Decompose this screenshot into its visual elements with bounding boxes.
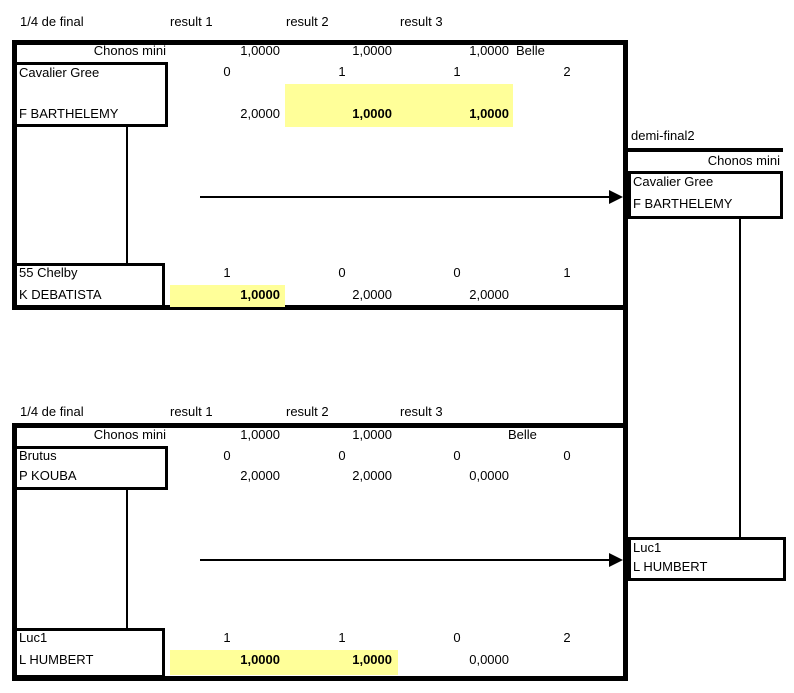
score-cell-winning[interactable]: 1,0000 [352, 106, 392, 121]
competitor-box-qf2-top [14, 446, 168, 490]
score-cell[interactable]: 2,0000 [352, 287, 392, 302]
connector-line-qf1 [126, 127, 128, 263]
result-header-1-qf1: result 1 [170, 14, 213, 29]
chrono-score-cell[interactable]: 1,0000 [352, 43, 392, 58]
highlight-cell [170, 650, 398, 675]
chrono-score-cell[interactable]: 1,0000 [240, 427, 280, 442]
arrow-head-qf1 [609, 190, 623, 204]
competitor-box-semifinal-bottom [628, 537, 786, 581]
win-count-cell[interactable]: 1 [338, 64, 346, 79]
advance-arrow-qf1 [200, 196, 610, 198]
belle-tag-qf1[interactable]: Belle [516, 43, 545, 58]
score-cell[interactable]: 0,0000 [469, 652, 509, 667]
rider-name[interactable]: K DEBATISTA [19, 287, 102, 302]
horse-name[interactable]: Cavalier Gree [19, 65, 100, 80]
result-header-2-qf1: result 2 [286, 14, 329, 29]
highlight-cell [398, 84, 513, 127]
total-wins-cell[interactable]: 2 [563, 630, 571, 645]
horse-name[interactable]: Luc1 [19, 630, 48, 645]
chrono-label-qf1[interactable]: Chonos mini [93, 43, 166, 58]
score-cell[interactable]: 2,0000 [352, 468, 392, 483]
arrow-head-qf2 [609, 553, 623, 567]
win-count-cell[interactable]: 1 [338, 630, 346, 645]
rider-name[interactable]: L HUMBERT [19, 652, 94, 667]
win-count-cell[interactable]: 1 [223, 265, 231, 280]
bracket-spine-line [623, 40, 628, 681]
result-header-3-qf2: result 3 [400, 404, 443, 419]
win-count-cell[interactable]: 0 [223, 448, 231, 463]
chrono-score-cell[interactable]: 1,0000 [240, 43, 280, 58]
win-count-cell[interactable]: 1 [223, 630, 231, 645]
chrono-label-qf2[interactable]: Chonos mini [93, 427, 166, 442]
chrono-label-semifinal[interactable]: Chonos mini [707, 153, 780, 168]
connector-line-qf2 [126, 490, 128, 628]
score-cell[interactable]: 2,0000 [469, 287, 509, 302]
score-cell-winning[interactable]: 1,0000 [240, 287, 280, 302]
total-wins-cell[interactable]: 0 [563, 448, 571, 463]
horse-name[interactable]: Brutus [19, 448, 57, 463]
result-header-3-qf1: result 3 [400, 14, 443, 29]
win-count-cell[interactable]: 0 [338, 448, 346, 463]
stage-label-qf2: 1/4 de final [20, 404, 84, 419]
score-cell-winning[interactable]: 1,0000 [352, 652, 392, 667]
chrono-score-cell[interactable]: 1,0000 [469, 43, 509, 58]
result-header-2-qf2: result 2 [286, 404, 329, 419]
rider-name[interactable]: L HUMBERT [633, 559, 708, 574]
win-count-cell[interactable]: 0 [453, 448, 461, 463]
stage-label-semifinal: demi-final2 [631, 128, 695, 143]
win-count-cell[interactable]: 1 [453, 64, 461, 79]
win-count-cell[interactable]: 0 [453, 630, 461, 645]
score-cell-winning[interactable]: 1,0000 [240, 652, 280, 667]
rider-name[interactable]: P KOUBA [19, 468, 77, 483]
semifinal-divider-line [623, 148, 783, 152]
score-cell[interactable]: 2,0000 [240, 106, 280, 121]
score-cell-winning[interactable]: 1,0000 [469, 106, 509, 121]
horse-name[interactable]: Luc1 [633, 540, 662, 555]
highlight-cell [170, 285, 285, 307]
competitor-box-semifinal-top [628, 171, 783, 219]
belle-tag-qf2[interactable]: Belle [508, 427, 537, 442]
total-wins-cell[interactable]: 2 [563, 64, 571, 79]
score-cell[interactable]: 0,0000 [469, 468, 509, 483]
win-count-cell[interactable]: 0 [338, 265, 346, 280]
score-cell[interactable]: 2,0000 [240, 468, 280, 483]
competitor-box-qf1-top [14, 62, 168, 127]
rider-name[interactable]: F BARTHELEMY [633, 196, 733, 211]
result-header-1-qf2: result 1 [170, 404, 213, 419]
win-count-cell[interactable]: 0 [223, 64, 231, 79]
chrono-score-cell[interactable]: 1,0000 [352, 427, 392, 442]
competitor-box-qf2-bottom [14, 628, 165, 678]
win-count-cell[interactable]: 0 [453, 265, 461, 280]
horse-name[interactable]: Cavalier Gree [633, 174, 714, 189]
stage-label-qf1: 1/4 de final [20, 14, 84, 29]
advance-arrow-qf2 [200, 559, 610, 561]
rider-name[interactable]: F BARTHELEMY [19, 106, 119, 121]
total-wins-cell[interactable]: 1 [563, 265, 571, 280]
competitor-box-qf1-bottom [14, 263, 165, 308]
connector-line-semifinal [739, 219, 741, 537]
highlight-cell [285, 84, 398, 127]
horse-name[interactable]: 55 Chelby [19, 265, 78, 280]
